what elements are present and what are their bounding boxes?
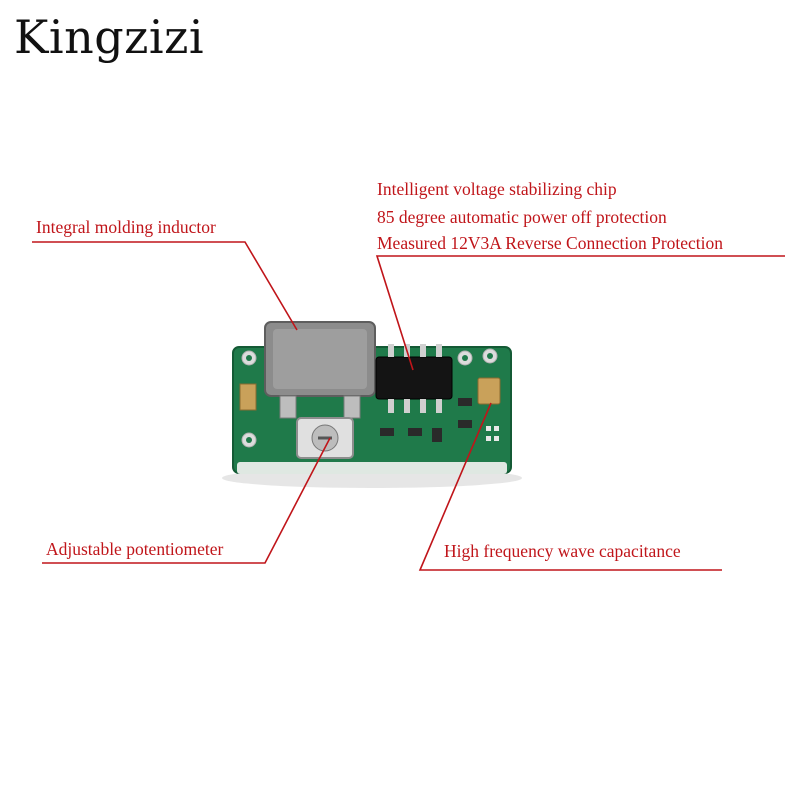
output-pad	[494, 426, 499, 431]
mounting-hole-tm-center	[462, 355, 468, 361]
callout-inductor-label: Integral molding inductor	[36, 217, 216, 237]
left-capacitor	[239, 383, 257, 411]
chip-pin	[420, 344, 426, 357]
chip-pin	[388, 344, 394, 357]
mounting-hole-tr-center	[487, 353, 493, 359]
leader-line-potentiometer	[42, 437, 331, 564]
mounting-hole-tl-center	[246, 355, 252, 361]
callout-chip-line-1: Intelligent voltage stabilizing chip	[377, 179, 617, 199]
brand-logo-text: Kingzizi	[14, 10, 205, 64]
leader-line-chip	[375, 255, 785, 371]
output-pad	[486, 436, 491, 441]
output-pad	[494, 436, 499, 441]
chip-pin	[420, 399, 426, 413]
leader-line-inductor	[32, 241, 298, 331]
smd-resistor	[380, 428, 394, 436]
regulator-chip	[375, 356, 453, 400]
smd-resistor	[408, 428, 422, 436]
callout-potentiometer-label: Adjustable potentiometer	[46, 539, 224, 559]
pcb-edge	[237, 462, 507, 474]
callout-chip-line-2: 85 degree automatic power off protection	[377, 207, 667, 227]
chip-pin	[388, 399, 394, 413]
smd-resistor	[432, 428, 442, 442]
callout-chip-line-3: Measured 12V3A Reverse Connection Protec…	[377, 233, 724, 253]
chip-pin	[436, 399, 442, 413]
callout-capacitance-label: High frequency wave capacitance	[444, 541, 681, 561]
chip-pin	[436, 344, 442, 357]
inductor-leg-right	[343, 395, 361, 419]
smd-resistor	[458, 420, 472, 428]
chip-pin	[404, 399, 410, 413]
leader-line-capacitance	[418, 402, 722, 571]
output-pad	[486, 426, 491, 431]
inductor-leg-left	[279, 395, 297, 419]
smd-resistor	[458, 398, 472, 406]
mounting-hole-bl-center	[246, 437, 252, 443]
inductor-top	[273, 329, 367, 389]
output-capacitor	[477, 377, 501, 405]
